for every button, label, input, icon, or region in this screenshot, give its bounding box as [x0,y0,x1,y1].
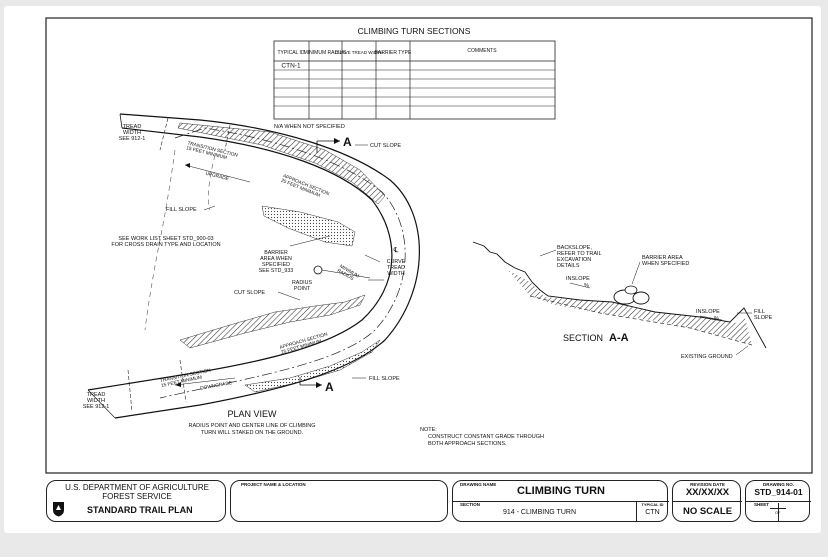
row-typical-id: CTN-1 [281,63,301,70]
inslope-right-unit: % [714,316,719,322]
work-list-line1: SEE WORK LIST SHEET STD_900-03 [118,236,213,242]
tread-width-bottom-line1: TREAD [87,392,106,398]
tread-width-bottom-line3: SEE 912-1 [83,404,110,410]
project-label: PROJECT NAME & LOCATION [241,482,306,487]
boulder [624,285,638,295]
agency-line1: U.S. DEPARTMENT OF AGRICULTURE [65,483,209,492]
backslope-line3: EXCAVATION [557,257,591,263]
section-title-prefix: SECTION [563,333,603,343]
revision-value: XX/XX/XX [685,487,730,498]
plan-caption-line2: TURN WILL STAKED ON THE GROUND. [201,430,304,436]
boulder [632,291,650,305]
forest-service-shield-icon [52,501,65,517]
table-title: CLIMBING TURN SECTIONS [358,26,471,36]
cut-slope-upper-label: CUT SLOPE [370,143,401,149]
section-ground-right [611,301,767,349]
barrier-area-section-line2: WHEN SPECIFIED [642,261,689,267]
plan-caption-line1: RADIUS POINT AND CENTER LINE OF CLIMBING [188,423,315,429]
section-title-id: A-A [609,332,629,344]
trail-outer-edge [114,113,420,419]
revision-label: REVISION DATE [690,482,725,487]
trail-inner-edge [87,127,393,391]
existing-ground-label: EXISTING GROUND [681,354,733,360]
note-line1: CONSTRUCT CONSTANT GRADE THROUGH [428,434,544,440]
fill-slope-lower-label: FILL SLOPE [369,376,400,382]
downgrade-label: DOWNGRADE [200,380,233,392]
barrier-area-line1: BARRIER [264,250,288,256]
backslope-line4: DETAILS [557,263,580,269]
barrier-area-line4: SEE STD_933 [259,268,294,274]
section-value: 914 - CLIMBING TURN [503,509,576,516]
drawing-name-label: DRAWING NAME [460,482,497,487]
agency-block: U.S. DEPARTMENT OF AGRICULTURE FOREST SE… [46,480,226,522]
lower-fill-area [244,339,381,393]
cut-slope-lower-label: CUT SLOPE [234,290,265,296]
climbing-turn-sections-table: CLIMBING TURN SECTIONS TYPICAL ID MINIMU… [273,26,556,130]
inslope-left-label: INSLOPE [566,276,590,282]
plan-name: STANDARD TRAIL PLAN [87,505,193,515]
trail-centerline [159,127,406,399]
sheet-of: OF [775,510,781,515]
upgrade-label: UPGRADE [205,171,229,183]
revision-block: REVISION DATE XX/XX/XX NO SCALE [672,480,742,522]
typical-id-value: CTN [645,509,660,516]
typical-id-label: TYPICAL ID [641,502,664,507]
barrier-area-line2: AREA WHEN [260,256,292,262]
backslope-line2: REFER TO TRAIL [557,251,602,257]
tread-width-top-line3: SEE 912-1 [119,136,146,142]
drawing-no-label: DRAWING NO. [763,482,794,487]
header-comments: COMMENTS [467,48,497,54]
centerline-symbol: ℄ [393,247,399,254]
drawing-name: CLIMBING TURN [517,485,605,497]
drawing-number-block: DRAWING NO. STD_914-01 SHEET OF [745,480,811,522]
agency-line2: FOREST SERVICE [102,492,172,501]
sheet-label: SHEET [754,502,770,507]
header-barrier-type: BARRIER TYPE [375,50,412,56]
barrier-area-line3: SPECIFIED [262,262,290,268]
header-minimum-radius: MINIMUM RADIUS [304,50,347,56]
work-list-line2: FOR CROSS DRAIN TYPE AND LOCATION [111,242,220,248]
tread-width-top-line2: WIDTH [123,130,141,136]
project-block: PROJECT NAME & LOCATION [230,480,448,522]
note-block: NOTE: CONSTRUCT CONSTANT GRADE THROUGH B… [420,427,544,447]
fill-slope-section-line1: FILL [754,309,765,315]
tread-width-top-line1: TREAD [123,124,142,130]
inslope-left-unit: % [584,283,589,289]
curve-tread-line2: TREAD [387,265,405,271]
table-footnote: N/A WHEN NOT SPECIFIED [274,124,345,130]
radius-point-line2: POINT [294,286,311,292]
backslope-line1: BACKSLOPE, [557,245,592,251]
plan-view-title: PLAN VIEW [227,409,277,419]
note-label: NOTE: [420,427,437,433]
lower-cut-slope-hatch [179,294,366,349]
section-ground-left [472,241,613,303]
header-curve-tread-width: CURVE TREAD WIDTH [335,50,383,55]
scale-value: NO SCALE [682,506,733,517]
paper [4,6,821,533]
section-marker-bottom: A [325,380,334,394]
note-line2: BOTH APPROACH SECTIONS. [428,441,507,447]
section-marker-top: A [343,135,352,149]
fill-slope-left-label: FILL SLOPE [166,207,197,213]
inslope-right-label: INSLOPE [696,309,720,315]
curve-tread-line3: WIDTH [387,271,405,277]
existing-ground-line [529,295,753,346]
header-typical-id: TYPICAL ID [277,50,304,56]
tread-width-bottom-line2: WIDTH [87,398,105,404]
drawing-no-value: STD_914-01 [754,487,803,497]
drawing-name-block: DRAWING NAME CLIMBING TURN SECTION 914 -… [452,480,669,522]
section-a-a: BACKSLOPE, REFER TO TRAIL EXCAVATION DET… [472,241,773,360]
drawing-border [45,17,813,474]
barrier-area-section-line1: BARRIER AREA [642,255,683,261]
curve-tread-line1: CURVE [387,259,406,265]
radius-point-line1: RADIUS [292,280,312,286]
fill-slope-section-line2: SLOPE [754,315,773,321]
barrier-fill-area [261,205,356,247]
upper-cut-slope-hatch [177,122,386,205]
section-label: SECTION [460,502,481,507]
